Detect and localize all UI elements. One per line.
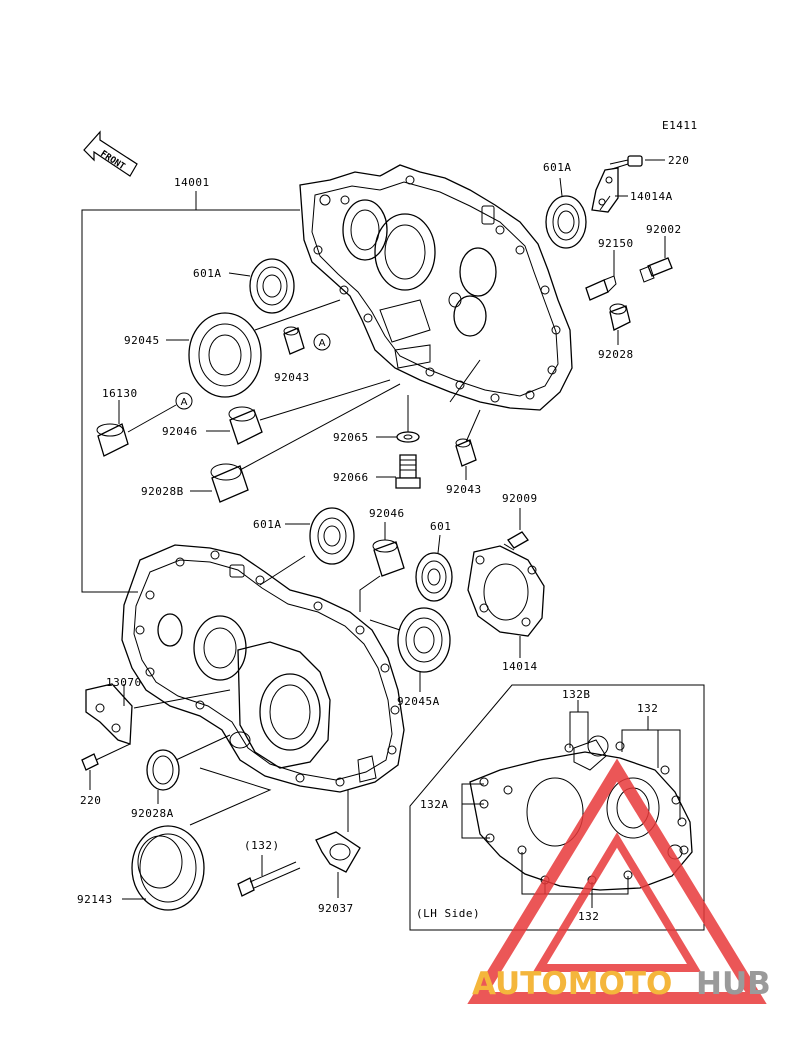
- label-92043-right: 92043: [446, 483, 482, 496]
- label-601: 601: [430, 520, 451, 533]
- crankcase-lower: [121, 544, 405, 793]
- label-92043-left: 92043: [274, 371, 310, 384]
- label-92028a: 92028A: [131, 807, 174, 820]
- watermark-triangle-icon: [467, 758, 767, 1004]
- bolt-132: [237, 855, 301, 897]
- label-220-bottom: 220: [80, 794, 101, 807]
- collar-92028: [609, 303, 631, 345]
- label-92143: 92143: [77, 893, 113, 906]
- bearing-601: [415, 534, 453, 602]
- collar-92046-mid: [359, 522, 405, 612]
- collar-92046-left: [206, 379, 391, 445]
- bearing-601a-left: [228, 258, 295, 314]
- label-132-paren: (132): [244, 839, 280, 852]
- plate-13070: [85, 683, 231, 745]
- bracket-14001: [81, 191, 300, 593]
- leader-92043-right2: [465, 409, 481, 443]
- callout-labels: 14001 220 601A 14014A 92002 92150 601A 9…: [77, 154, 689, 923]
- label-220-top: 220: [668, 154, 689, 167]
- label-601a-mid: 601A: [253, 518, 282, 531]
- label-16130: 16130: [102, 387, 138, 400]
- label-92045a: 92045A: [397, 695, 440, 708]
- ref-mark-a-right: A: [313, 333, 331, 351]
- label-lh-side: (LH Side): [416, 907, 480, 920]
- svg-text:A: A: [319, 338, 326, 349]
- label-92009: 92009: [502, 492, 538, 505]
- collar-92143: [122, 767, 272, 911]
- cover-14014: [467, 545, 545, 658]
- label-92150: 92150: [598, 237, 634, 250]
- label-601a-left: 601A: [193, 267, 222, 280]
- label-14014a: 14014A: [630, 190, 673, 203]
- svg-text:A: A: [181, 397, 188, 408]
- label-14001: 14001: [174, 176, 210, 189]
- nipple-92150: [585, 250, 617, 301]
- seal-92028a: [146, 734, 231, 804]
- label-92046-left: 92046: [162, 425, 198, 438]
- label-132b: 132B: [562, 688, 591, 701]
- bolt-220-bottom: [81, 743, 131, 790]
- label-132a: 132A: [420, 798, 449, 811]
- label-92002: 92002: [646, 223, 682, 236]
- leader-14014a: [599, 195, 611, 211]
- front-arrow-icon: FRONT: [83, 130, 138, 177]
- watermark-suffix: HUB: [696, 966, 771, 1002]
- part-16130: [96, 400, 177, 457]
- bolt-220-top: [609, 155, 665, 170]
- label-92028: 92028: [598, 348, 634, 361]
- screw-92009: [503, 508, 529, 551]
- crankcase-upper: [299, 164, 573, 411]
- label-14014: 14014: [502, 660, 538, 673]
- label-92065: 92065: [333, 431, 369, 444]
- washer-92065: [376, 395, 420, 443]
- label-92045: 92045: [124, 334, 160, 347]
- bearing-92045a: [369, 607, 451, 692]
- label-92046-mid: 92046: [369, 507, 405, 520]
- drain-plug-92066: [376, 454, 421, 489]
- dowel-92043-left: [283, 326, 305, 355]
- label-13070: 13070: [106, 676, 142, 689]
- plug-92002: [639, 236, 673, 283]
- watermark-prefix: AUTOMOTO: [472, 966, 672, 1002]
- label-92028b: 92028B: [141, 485, 184, 498]
- clamp-92037: [315, 790, 361, 898]
- label-132-top: 132: [637, 702, 658, 715]
- lh-side-inset: [409, 684, 705, 931]
- ref-mark-a-left: A: [175, 392, 193, 410]
- diagram-code: E1411: [662, 119, 698, 132]
- bearing-601a-mid: [259, 507, 355, 586]
- bracket-14014a: [591, 167, 628, 213]
- bearing-92045: [166, 299, 341, 398]
- label-601a-top: 601A: [543, 161, 572, 174]
- leader-92043-right: [449, 359, 481, 403]
- bearing-601a-top: [545, 177, 587, 249]
- watermark-logo: AUTOMOTO HUB: [472, 966, 771, 1002]
- label-92066: 92066: [333, 471, 369, 484]
- dowel-92043-right: [455, 438, 477, 480]
- collar-92028b: [190, 383, 401, 503]
- label-92037: 92037: [318, 902, 354, 915]
- label-132-bottom: 132: [578, 910, 599, 923]
